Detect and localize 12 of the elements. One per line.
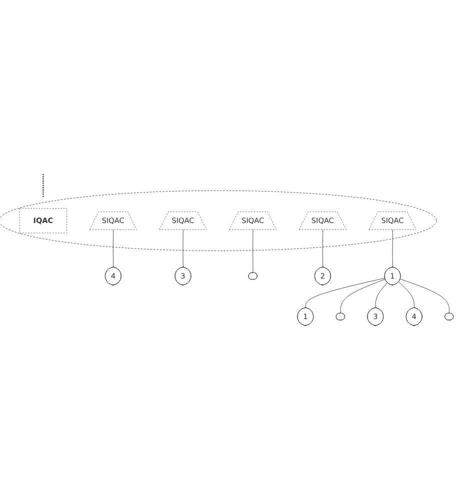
- connector: [400, 278, 450, 314]
- connector: [42, 174, 44, 197]
- connector: [340, 278, 386, 314]
- connector: [398, 282, 415, 308]
- cluster: [0, 190, 437, 251]
- connector: [375, 282, 388, 308]
- connector: [392, 230, 393, 268]
- connector: [112, 230, 114, 268]
- connector: [182, 230, 184, 268]
- connector: [305, 278, 386, 308]
- connector: [322, 230, 324, 268]
- connector: [252, 230, 254, 274]
